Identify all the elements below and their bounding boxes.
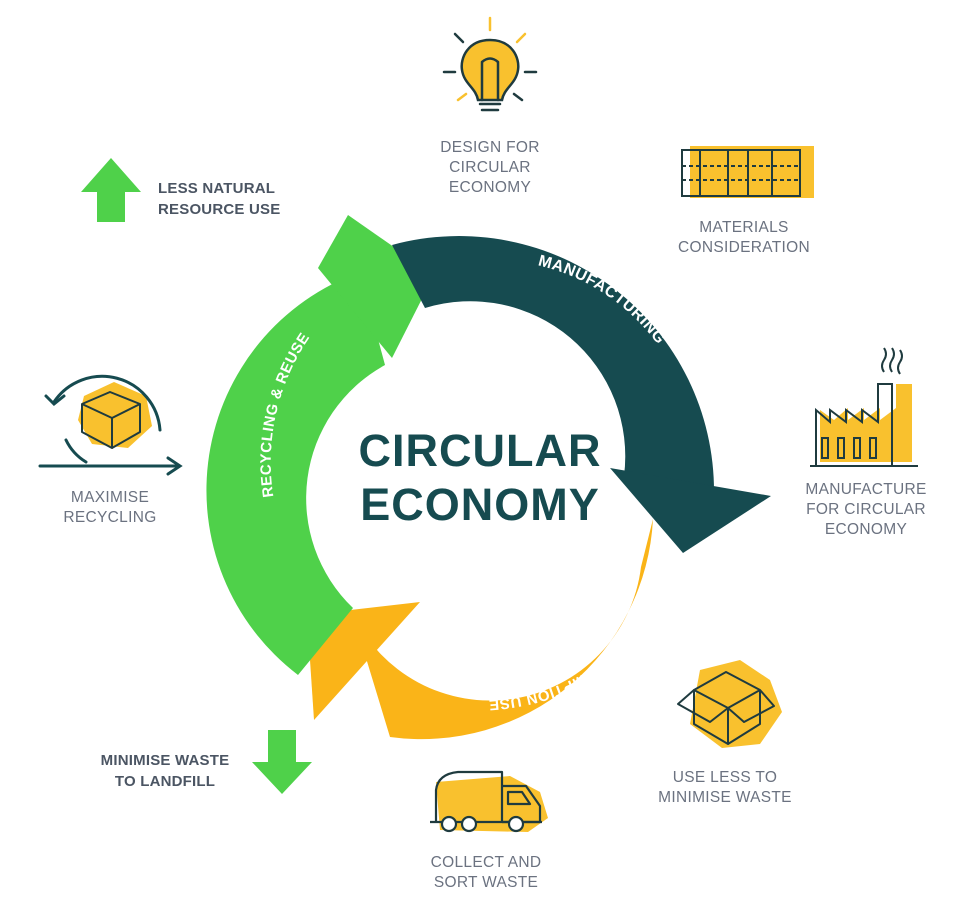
recycle-label: MAXIMISE RECYCLING <box>63 489 157 526</box>
lightbulb-icon <box>442 16 538 112</box>
manufacturing-arrowhead <box>610 468 771 553</box>
recycling-arrowhead <box>318 215 434 358</box>
consumption-label: CONSUMPTION USE <box>488 639 638 713</box>
use-less-label: USE LESS TO MINIMISE WASTE <box>658 769 792 806</box>
collect-label: COLLECT AND SORT WASTE <box>430 854 542 891</box>
minimise-waste-label: MINIMISE WASTE TO LANDFILL <box>100 752 230 790</box>
design-label: DESIGN FOR CIRCULAR ECONOMY <box>440 139 540 196</box>
manufacturing-arc <box>392 236 715 492</box>
box-icon <box>677 660 782 748</box>
arrow-down-icon <box>252 730 312 794</box>
manufacture-label: MANUFACTURE FOR CIRCULAR ECONOMY <box>805 481 927 538</box>
arrow-up-icon <box>81 158 141 222</box>
garbage-truck-icon <box>430 770 548 833</box>
diagram-title: CIRCULAR ECONOMY <box>358 425 602 530</box>
less-resource-label: LESS NATURAL RESOURCE USE <box>158 180 281 218</box>
materials-label: MATERIALS CONSIDERATION <box>678 219 810 256</box>
panels-icon <box>681 146 814 198</box>
recycle-box-icon <box>38 374 183 476</box>
factory-icon <box>810 347 918 467</box>
consumption-arrowhead <box>307 602 420 720</box>
recycling-arc <box>206 272 385 675</box>
